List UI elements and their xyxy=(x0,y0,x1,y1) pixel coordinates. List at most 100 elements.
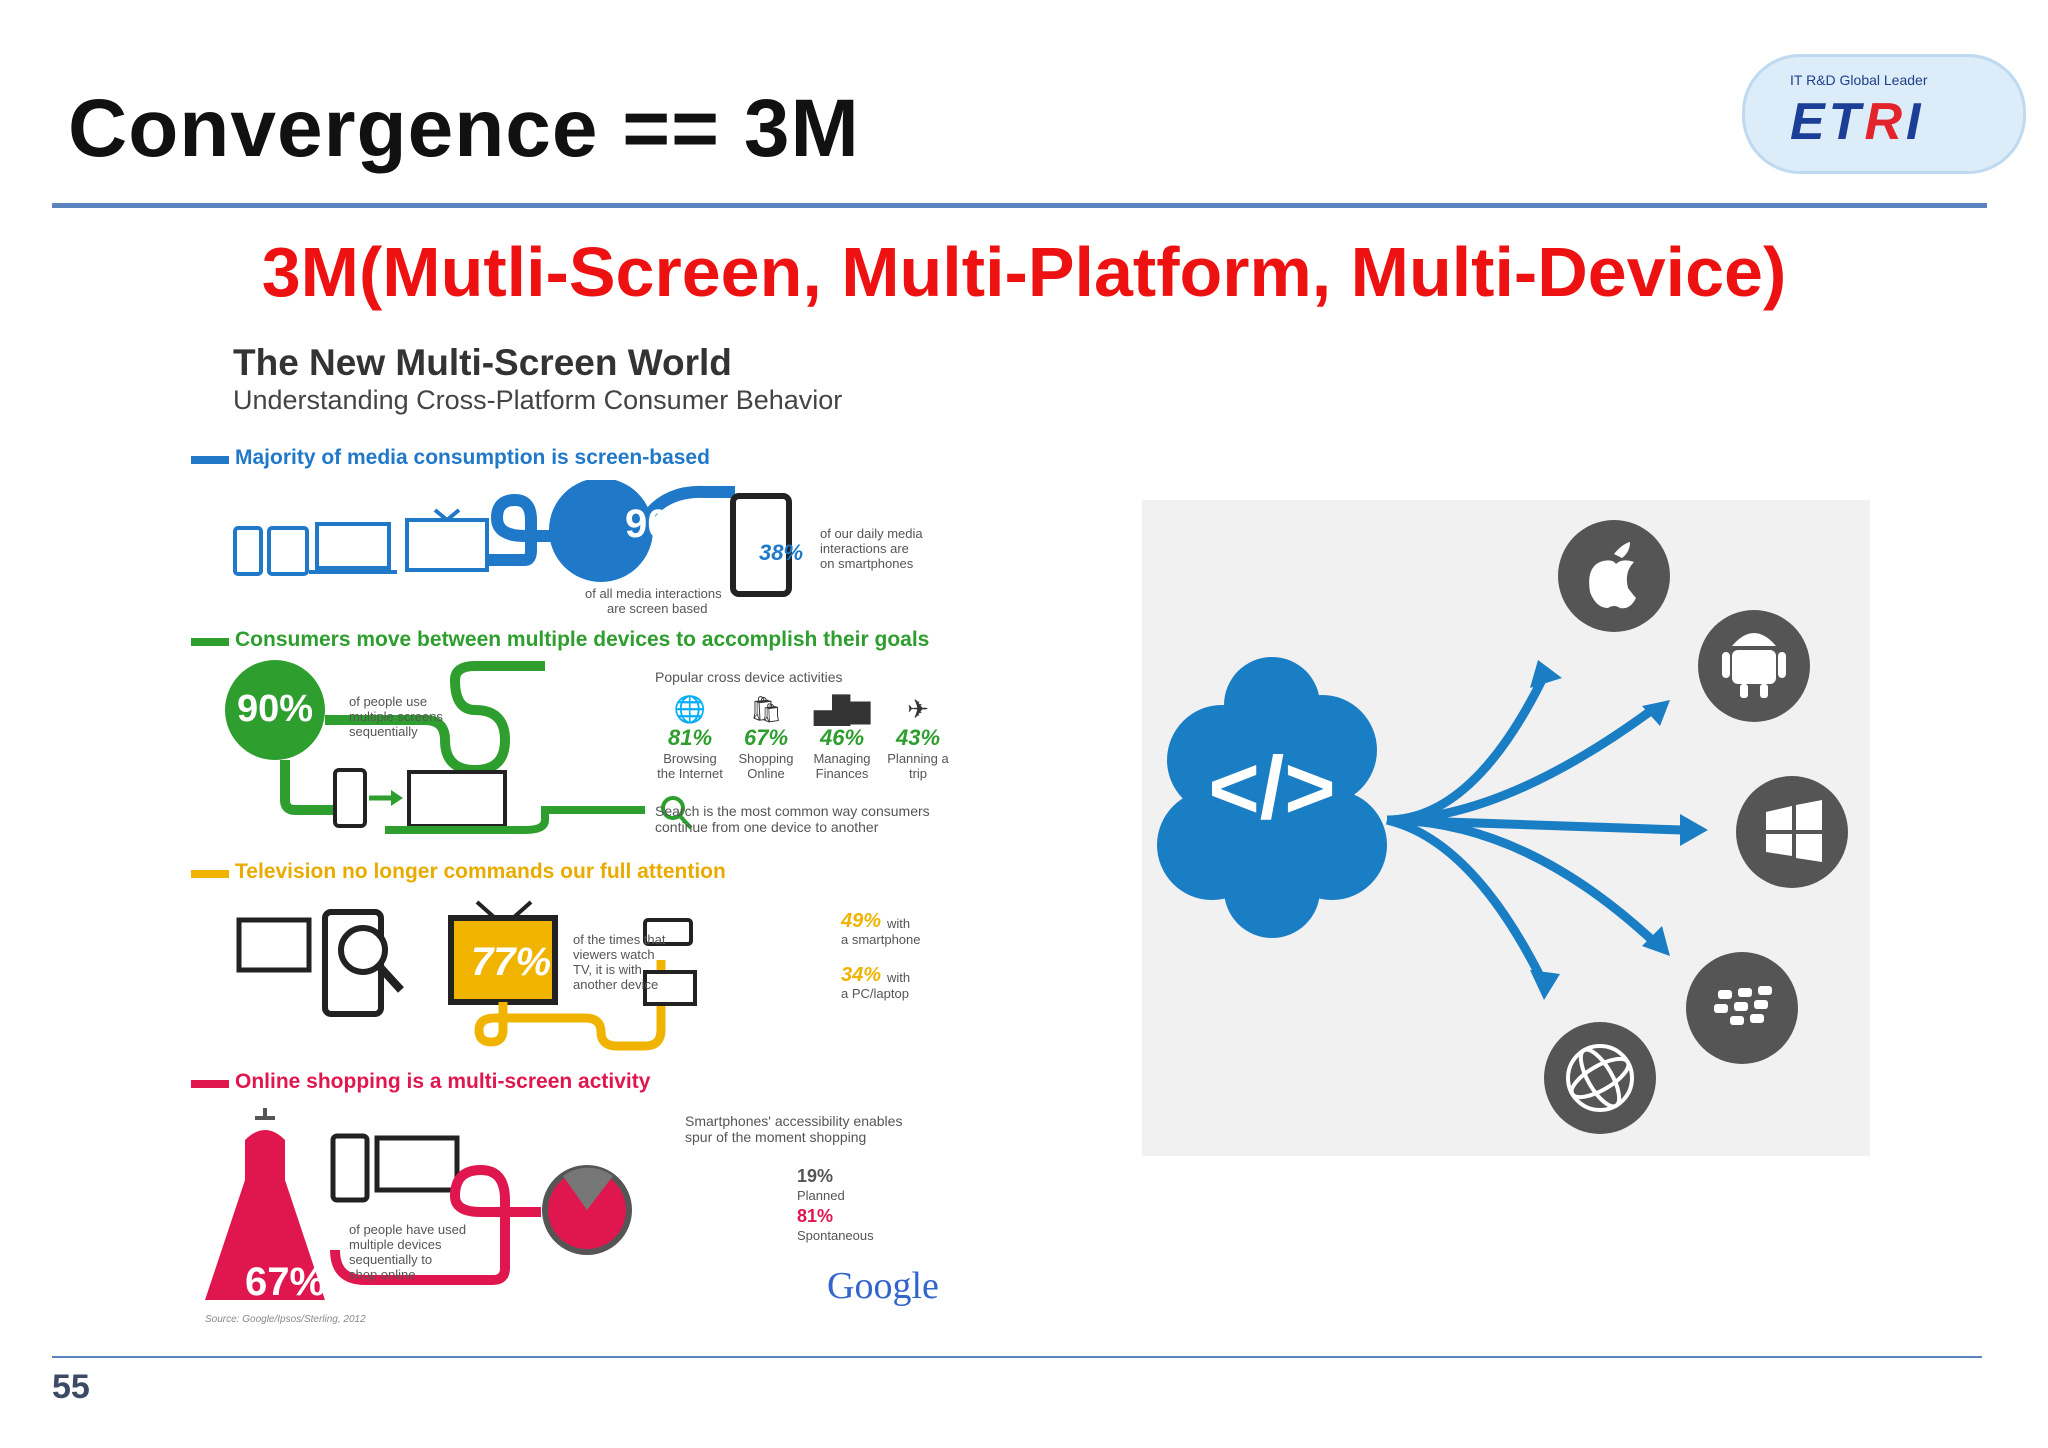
logo-wordmark: ETRI xyxy=(1790,92,1924,152)
phone-icon xyxy=(233,526,263,576)
laptop-icon xyxy=(643,970,697,1006)
s4-spont-pct: 81% xyxy=(797,1206,834,1226)
dress-icon xyxy=(205,1130,325,1300)
s3-stat-2-text-a: with xyxy=(887,970,911,985)
s4-spont-label: Spontaneous xyxy=(797,1228,874,1243)
slide-title: Convergence == 3M xyxy=(68,83,860,174)
code-symbol: </> xyxy=(1208,738,1335,837)
s3-tv-caption-3: TV, it is with xyxy=(573,962,642,977)
s2-big-pct: 90% xyxy=(237,688,314,730)
airplane-icon: ✈ xyxy=(907,694,929,724)
s4-note-1: Smartphones' accessibility enables xyxy=(685,1113,903,1129)
activity-label-1: Planning a xyxy=(887,751,949,766)
section-2-bar xyxy=(191,638,229,646)
logo-word-prefix: ET xyxy=(1790,93,1865,151)
activity-pct: 46% xyxy=(819,725,865,750)
platform-diagram-svg: </> xyxy=(1157,520,1848,1134)
section-1-heading: Majority of media consumption is screen-… xyxy=(235,446,710,469)
section-3-graphic xyxy=(236,900,697,1051)
activity-pct: 43% xyxy=(895,725,941,750)
s3-tv-caption-1: of the times that xyxy=(573,932,666,947)
activity-trip: ✈ 43% Planning a trip xyxy=(883,694,953,781)
tv-small-icon xyxy=(236,917,312,973)
globe-icon: 🌐 xyxy=(673,694,707,724)
tv-icon xyxy=(405,518,489,572)
s3-stat-1-text-b: a smartphone xyxy=(841,932,921,947)
google-logo: Google xyxy=(827,1265,939,1307)
s1-phone-caption-2: interactions are xyxy=(820,541,909,556)
infographic: The New Multi-Screen World Understanding… xyxy=(185,330,965,1330)
s3-stat-1-pct: 49% xyxy=(841,910,882,932)
s3-tv-caption-2: viewers watch xyxy=(573,947,655,962)
pct-90-circle xyxy=(549,480,653,582)
windows-icon xyxy=(1736,776,1848,888)
smartphone-icon xyxy=(730,493,792,597)
s1-phone-caption-3: on smartphones xyxy=(820,556,914,571)
s2-caption-2: multiple screens xyxy=(349,709,443,724)
activity-finances: ▄█▆ 46% Managing Finances xyxy=(807,694,877,781)
section-3-bar xyxy=(191,870,229,878)
s3-stat-1-text-a: with xyxy=(887,916,911,931)
section-3-heading: Television no longer commands our full a… xyxy=(235,860,726,883)
magnifier-icon xyxy=(338,925,388,975)
infographic-title: The New Multi-Screen World xyxy=(233,342,732,383)
s4-caption-4: shop online xyxy=(349,1267,416,1282)
s1-big-caption-2: are screen based xyxy=(607,601,708,616)
activity-label-1: Managing xyxy=(813,751,871,766)
s4-caption-1: of people have used xyxy=(349,1222,467,1237)
activity-label-2: Finances xyxy=(815,766,869,781)
shopping-bag-icon: 🛍 xyxy=(749,694,783,724)
activity-label-2: trip xyxy=(908,766,928,781)
section-2-heading: Consumers move between multiple devices … xyxy=(235,628,930,651)
logo-word-suffix: I xyxy=(1906,93,1925,151)
s4-caption-3: sequentially to xyxy=(349,1252,433,1267)
section-4-heading: Online shopping is a multi-screen activi… xyxy=(235,1070,651,1093)
laptop-icon xyxy=(407,770,507,828)
s2-caption-1: of people use xyxy=(349,694,428,709)
s2-search-note-1: Search is the most common way consumers xyxy=(655,803,930,819)
activity-shopping: 🛍 67% Shopping Online xyxy=(731,694,801,781)
activity-pct: 67% xyxy=(743,725,789,750)
s1-phone-pct: 38% xyxy=(759,540,804,565)
tablet-icon xyxy=(267,526,309,576)
s3-tv-pct: 77% xyxy=(471,940,552,984)
phone-icon xyxy=(330,1133,370,1203)
activity-label-1: Shopping xyxy=(738,751,794,766)
s3-stat-2-text-b: a PC/laptop xyxy=(841,986,909,1001)
laptop-icon xyxy=(374,1135,460,1193)
laptop-icon xyxy=(315,522,391,570)
section-2-graphic xyxy=(225,660,693,834)
s1-big-pct: 90% xyxy=(625,502,706,546)
arrows xyxy=(1385,677,1683,983)
footer-divider xyxy=(52,1356,1982,1358)
slide-subtitle: 3M(Mutli-Screen, Multi-Platform, Multi-D… xyxy=(261,233,1787,311)
s4-planned-pct: 19% xyxy=(797,1166,834,1186)
etri-logo xyxy=(1742,54,2026,174)
s3-tv-caption-4: another device xyxy=(573,977,659,992)
s3-stat-2-pct: 34% xyxy=(841,964,882,986)
s1-phone-caption-1: of our daily media xyxy=(820,526,923,541)
search-icon xyxy=(661,796,685,820)
s2-search-note-2: continue from one device to another xyxy=(655,819,879,835)
phone-icon xyxy=(333,768,367,828)
s2-activities-title: Popular cross device activities xyxy=(655,669,843,685)
pct-90-green-circle xyxy=(225,660,325,760)
logo-tagline: IT R&D Global Leader xyxy=(1790,72,1928,88)
cloud-shape xyxy=(1157,657,1387,938)
section-1-graphic xyxy=(233,480,792,597)
activity-label-2: Online xyxy=(747,766,785,781)
s2-caption-3: sequentially xyxy=(349,724,418,739)
s4-caption-2: multiple devices xyxy=(349,1237,442,1252)
s4-dress-pct: 67% xyxy=(245,1260,326,1304)
page-number: 55 xyxy=(52,1368,90,1406)
title-divider xyxy=(52,203,1987,208)
bar-chart-icon: ▄█▆ xyxy=(813,694,871,724)
section-4-bar xyxy=(191,1080,229,1088)
s4-source: Source: Google/Ipsos/Sterling, 2012 xyxy=(205,1314,366,1325)
s4-planned-label: Planned xyxy=(797,1188,845,1203)
platform-diagram: </> xyxy=(1142,500,1870,1156)
activity-browsing: 🌐 81% Browsing the Internet xyxy=(655,694,725,781)
globe-icon xyxy=(1544,1022,1656,1134)
s4-note-2: spur of the moment shopping xyxy=(685,1129,867,1145)
section-4-graphic xyxy=(205,1108,632,1300)
